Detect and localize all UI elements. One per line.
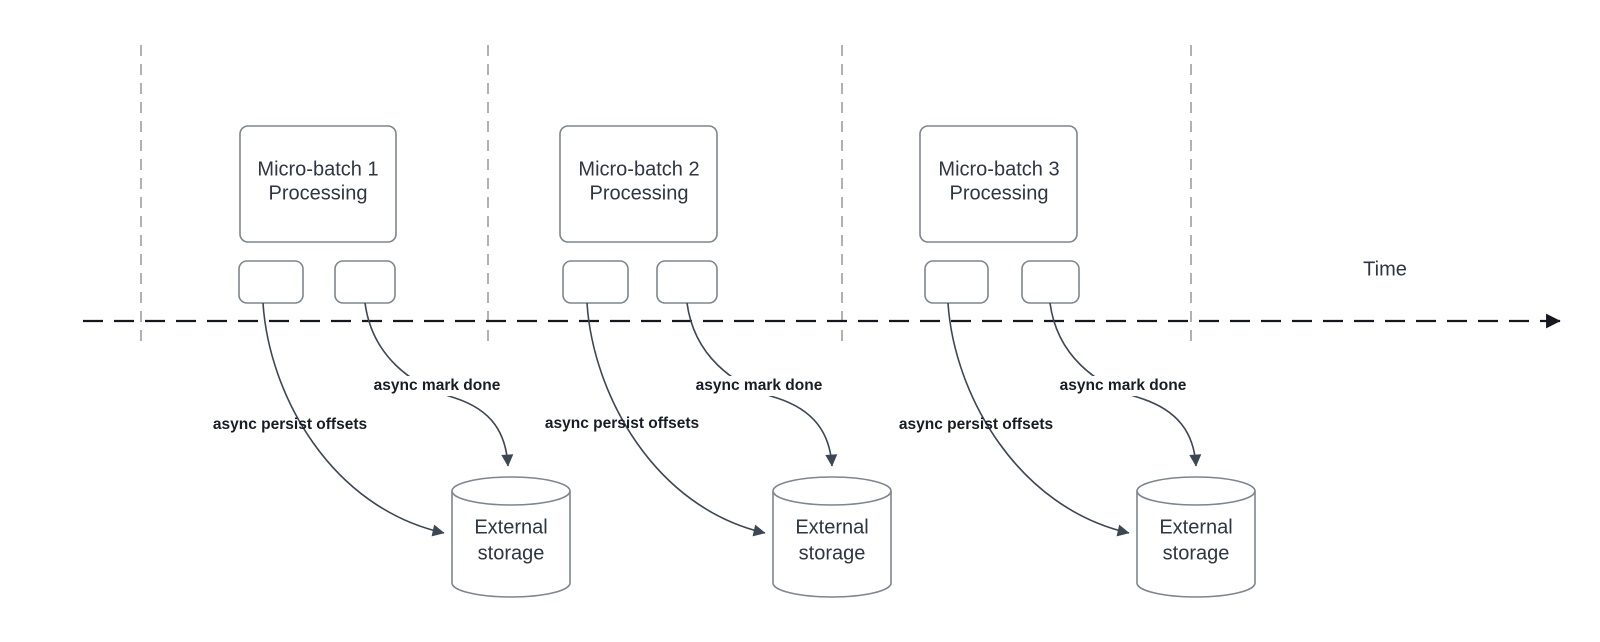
external-storage-label-3: External storage <box>1159 516 1233 565</box>
external-storage-cylinder-2 <box>772 476 892 598</box>
micro-batch-3-label: Micro-batch 3 Processing <box>938 158 1060 205</box>
micro-batch-1-processing-box <box>239 125 397 243</box>
micro-batch-3-processing-box <box>919 125 1078 243</box>
async-mark-done-arrow-1 <box>364 302 514 467</box>
async-mark-done-label-2: async mark done <box>692 376 826 396</box>
async-mark-done-label-1: async mark done <box>370 376 504 396</box>
external-storage-label-2: External storage <box>795 516 869 565</box>
async-mark-done-arrow-3 <box>1049 302 1202 467</box>
micro-batch-2-label: Micro-batch 2 Processing <box>578 158 700 205</box>
async-mark-done-label-3: async mark done <box>1056 376 1190 396</box>
async-persist-offsets-arrow-2 <box>586 302 766 537</box>
persist-offsets-task-box-3 <box>924 260 989 304</box>
mark-done-task-box-2 <box>656 260 718 304</box>
time-axis-label: Time <box>1363 258 1407 281</box>
mark-done-task-box-3 <box>1021 260 1080 304</box>
micro-batch-2-processing-box <box>559 125 718 243</box>
async-persist-offsets-arrow-3 <box>947 302 1130 537</box>
async-persist-offsets-label-2: async persist offsets <box>544 415 700 432</box>
persist-offsets-task-box-1 <box>238 260 304 304</box>
external-storage-cylinder-rim-1 <box>451 490 571 506</box>
external-storage-cylinder-3 <box>1136 476 1256 598</box>
persist-offsets-task-box-2 <box>562 260 629 304</box>
async-persist-offsets-label-1: async persist offsets <box>212 416 368 433</box>
async-mark-done-arrow-2 <box>686 302 838 467</box>
async-persist-offsets-arrow-1 <box>262 302 445 537</box>
mark-done-task-box-1 <box>334 260 396 304</box>
micro-batch-1-label: Micro-batch 1 Processing <box>257 158 379 205</box>
async-persist-offsets-label-3: async persist offsets <box>898 416 1054 433</box>
external-storage-cylinder-rim-3 <box>1136 490 1256 506</box>
external-storage-cylinder-rim-2 <box>772 490 892 506</box>
external-storage-cylinder-1 <box>451 476 571 598</box>
external-storage-label-1: External storage <box>474 516 548 565</box>
